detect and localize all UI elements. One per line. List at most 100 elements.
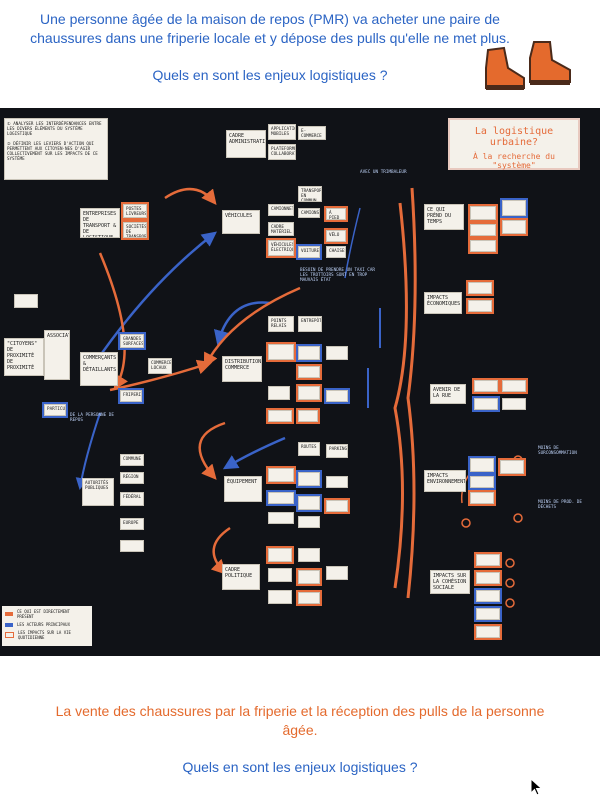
card-societes-transport: SOCIÉTÉS DE TRANSPORT bbox=[123, 222, 147, 238]
note-less-consumption: MOINS DE SURCONSOMMATION bbox=[538, 446, 577, 456]
card-bruit: AVENIR DE LA RUE bbox=[430, 384, 466, 404]
card-coh-a bbox=[476, 554, 500, 566]
card-transports-communs: TRANSPORTS EN COMMUN bbox=[298, 186, 322, 202]
card-distribution: DISTRIBUTION COMMERCE bbox=[222, 356, 262, 382]
card-equip-f bbox=[326, 500, 348, 512]
intro-card: ① ANALYSER LES INTERDÉPENDANCES ENTRE LE… bbox=[4, 118, 108, 180]
shoes-icon bbox=[485, 41, 571, 90]
card-pol-f bbox=[268, 590, 292, 604]
card-autorites: AUTORITÉS PUBLIQUES bbox=[82, 478, 114, 506]
card-e-commerce: E-COMMERCE bbox=[298, 126, 326, 140]
card-coh-d bbox=[476, 608, 500, 620]
card-cadre-materiel: CADRE MATÉRIEL bbox=[268, 222, 294, 236]
card-citoyens: "CITOYENS" DE PROXIMITÉ DE PROXIMITÉ bbox=[4, 338, 44, 376]
card-distribution-f bbox=[298, 386, 320, 400]
card-env-d bbox=[470, 492, 494, 504]
card-bruit-d bbox=[502, 398, 526, 410]
legend-swatch-outline bbox=[5, 632, 14, 638]
note-scooter: AVEC UN TRIMBALEUR bbox=[360, 170, 407, 175]
card-commerces-locaux: COMMERCES LOCAUX bbox=[148, 358, 172, 374]
card-velo: VÉLO bbox=[326, 230, 346, 242]
card-a-pied: À PIED bbox=[326, 208, 346, 220]
card-equip-e bbox=[298, 496, 320, 510]
card-vehicules-electriques: VÉHICULES ÉLECTRIQUES bbox=[268, 240, 294, 256]
card-federal: FÉDÉRAL bbox=[120, 492, 144, 506]
card-camions: CAMIONS bbox=[298, 208, 320, 218]
card-temps-d bbox=[502, 220, 526, 234]
card-temps: CE QUI PRÉND DU TEMPS bbox=[424, 204, 464, 230]
card-equip-h bbox=[298, 516, 320, 528]
card-parkings: PARKINGS bbox=[326, 444, 348, 458]
card-equipement: ÉQUIPEMENT bbox=[224, 476, 262, 502]
card-temps-a bbox=[470, 206, 496, 220]
card-coh-b bbox=[476, 572, 500, 584]
card-associations: ASSOCIATIONS bbox=[44, 330, 70, 380]
card-coh-c bbox=[476, 590, 500, 602]
card-distribution-e bbox=[268, 386, 290, 400]
card-equip-c bbox=[326, 476, 348, 488]
card-eco-b bbox=[468, 300, 492, 312]
card-pol-c bbox=[268, 568, 292, 582]
card-impacts-economiques: IMPACTS ÉCONOMIQUES bbox=[424, 292, 462, 314]
card-europe: EUROPE bbox=[120, 518, 144, 530]
card-distribution-g bbox=[326, 390, 348, 402]
card-pol-g bbox=[298, 592, 320, 604]
legend-swatch-orange bbox=[5, 612, 13, 616]
legend-label-2: LES ACTEURS PRINCIPAUX bbox=[17, 622, 70, 627]
card-eco-a bbox=[468, 282, 492, 294]
intro-line-2: ② DÉFINIR LES LEVIERS D'ACTION QUI PERME… bbox=[7, 140, 98, 162]
legend-label-3: LES IMPACTS SUR LA VIE QUOTIDIENNE bbox=[17, 630, 71, 640]
card-chaises: CHAISES bbox=[326, 246, 346, 258]
top-question: Une personne âgée de la maison de repos … bbox=[10, 10, 530, 85]
legend-row-2: LES ACTEURS PRINCIPAUX bbox=[5, 622, 89, 627]
bottom-statement-text: La vente des chaussures par la friperie … bbox=[55, 703, 545, 738]
card-equip-b bbox=[298, 472, 320, 486]
card-routes: ROUTES bbox=[298, 442, 320, 456]
card-equip-d bbox=[268, 492, 294, 504]
card-pol-b bbox=[298, 548, 320, 562]
card-region: RÉGION bbox=[120, 472, 144, 484]
card-bruit-b bbox=[474, 398, 498, 410]
card-commune: COMMUNE bbox=[120, 454, 144, 466]
note-less-waste: MOINS DE PROD. DE DÉCHETS bbox=[538, 500, 582, 510]
card-entrepots: ENTREPÔTS bbox=[298, 316, 322, 332]
card-bruit-c bbox=[502, 380, 526, 392]
card-env-b bbox=[500, 460, 524, 474]
card-pol-d bbox=[298, 570, 320, 584]
card-particuliers: PARTICULIERS bbox=[44, 404, 66, 416]
card-points-relais: POINTS RELAIS bbox=[268, 316, 294, 332]
card-cadre-administratif: CADRE ADMINISTRATIF bbox=[226, 130, 266, 158]
bottom-statement: La vente des chaussures par la friperie … bbox=[40, 702, 560, 777]
legend-row-1: CE QUI EST DIRECTEMENT PRÉSENT bbox=[5, 609, 89, 619]
card-plateformes: PLATEFORMES COLLABORATIVES bbox=[268, 144, 296, 160]
cursor-icon bbox=[530, 778, 543, 796]
card-env-a bbox=[470, 458, 494, 472]
legend: CE QUI EST DIRECTEMENT PRÉSENT LES ACTEU… bbox=[2, 606, 92, 646]
board-title-card: La logistique urbaine? À la recherche du… bbox=[448, 118, 580, 170]
card-impacts-env: IMPACTS ENVIRONNEMENTAUX bbox=[424, 470, 466, 492]
card-entreprises-transport: ENTREPRISES DE TRANSPORT & DE LOGISTIQUE bbox=[80, 208, 120, 238]
top-question-ask: Quels en sont les enjeux logistiques ? bbox=[152, 67, 388, 83]
card-temps-b bbox=[470, 224, 496, 236]
card-distribution-h bbox=[268, 410, 292, 422]
card-vehicules: VÉHICULES bbox=[222, 210, 260, 234]
card-cadre-politique: CADRE POLITIQUE bbox=[222, 564, 260, 590]
arrows-layer bbox=[75, 187, 523, 608]
top-question-text: Une personne âgée de la maison de repos … bbox=[30, 11, 510, 46]
legend-label-1: CE QUI EST DIRECTEMENT PRÉSENT bbox=[16, 609, 70, 619]
legend-row-3: LES IMPACTS SUR LA VIE QUOTIDIENNE bbox=[5, 630, 89, 640]
systems-map-board: ① ANALYSER LES INTERDÉPENDANCES ENTRE LE… bbox=[0, 108, 600, 656]
card-distribution-i bbox=[298, 410, 318, 422]
card-distribution-d bbox=[298, 366, 320, 378]
card-cadre-materiel-small bbox=[14, 294, 38, 308]
card-postes-livreurs: POSTES LIVREURS bbox=[123, 204, 147, 218]
card-camionnettes: CAMIONNETTES bbox=[268, 204, 294, 216]
card-equip-g bbox=[268, 512, 294, 524]
card-distribution-b bbox=[298, 346, 320, 360]
bottom-statement-ask: Quels en sont les enjeux logistiques ? bbox=[182, 759, 418, 775]
card-bruit-a bbox=[474, 380, 498, 392]
card-coh-e bbox=[476, 626, 500, 638]
note-sidewalk: BESOIN DE PRENDRE UN TAXI CAR LES TROTTO… bbox=[300, 268, 376, 283]
card-equip-a bbox=[268, 468, 294, 482]
note-rest-home: DE LA PERSONNE DE REPOS bbox=[70, 413, 114, 423]
